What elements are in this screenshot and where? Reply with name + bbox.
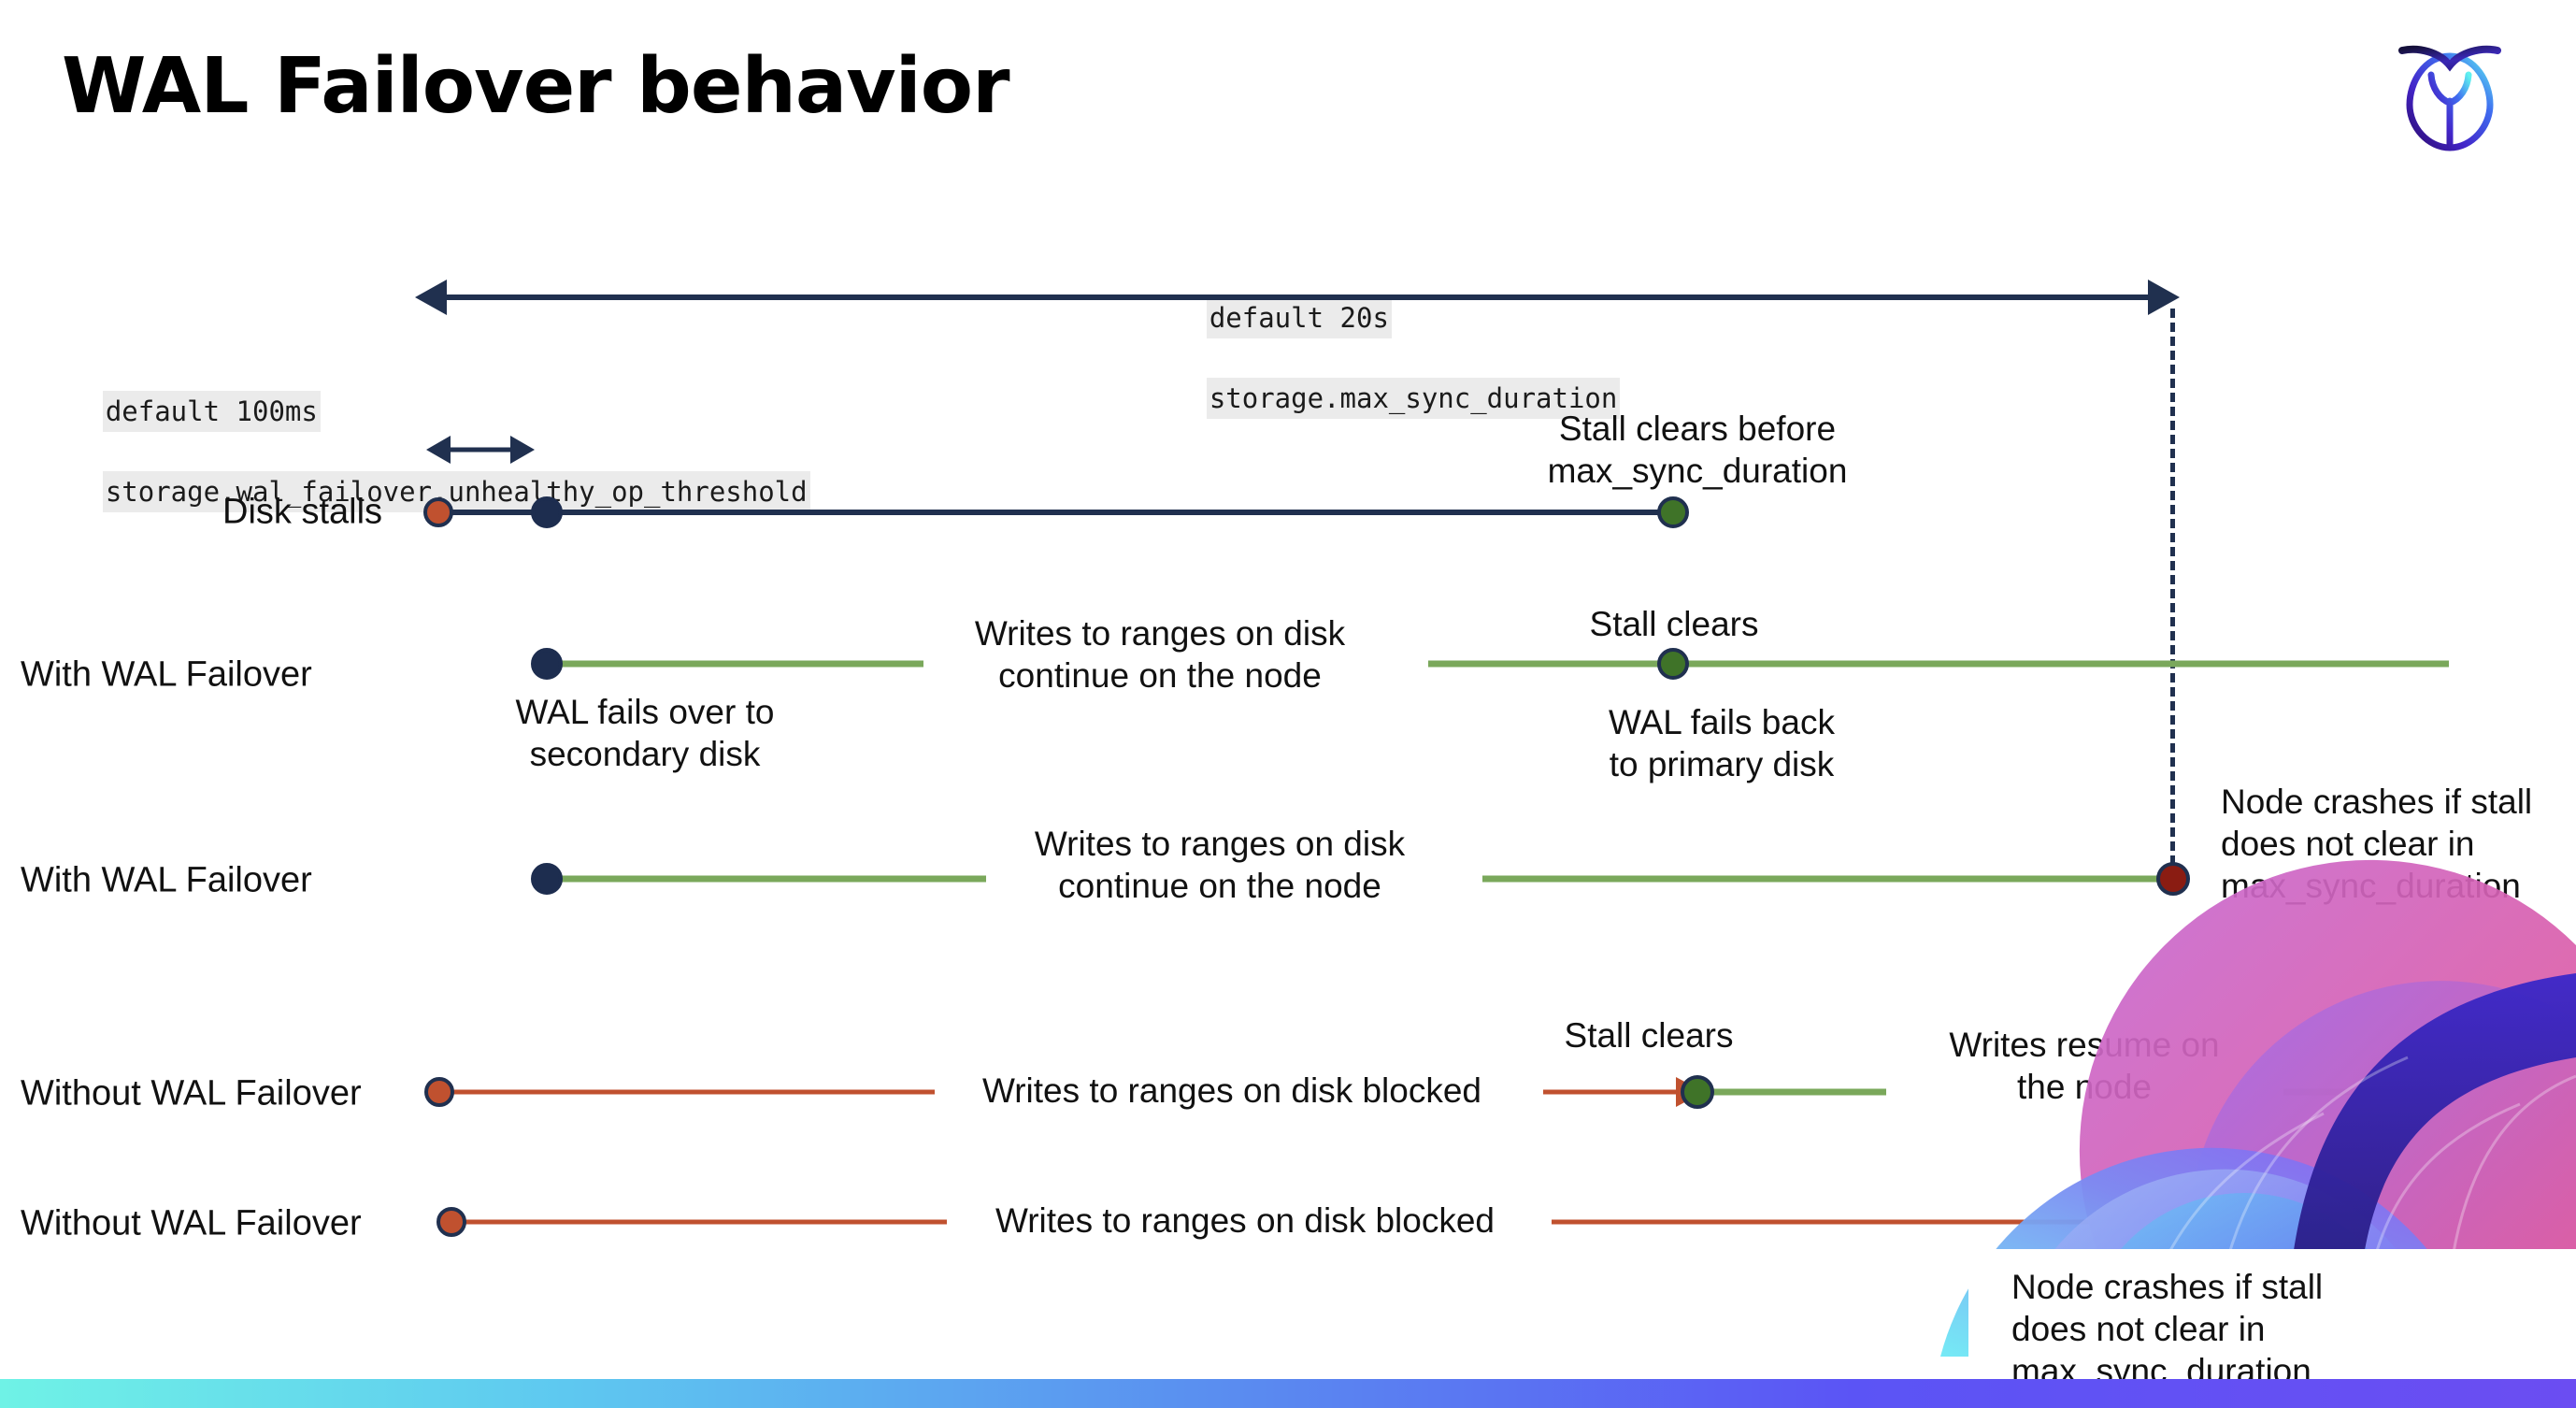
annotation-stall-clears-2: Stall clears xyxy=(1564,1016,1734,1055)
row-label-with-wal-failover-1: With WAL Failover xyxy=(21,654,312,695)
no-failover-resume-segment-a xyxy=(1713,1088,1886,1096)
annotation-node-crashes-2: Node crashes if stall does not clear in … xyxy=(2011,1268,2324,1391)
disk-stalls-timeline xyxy=(437,510,1673,515)
wal-failover-crash-timeline-segment-a xyxy=(547,875,986,883)
code-max-sync-duration: default 20s storage.max_sync_duration xyxy=(1141,258,1621,458)
annotation-writes-blocked-2: Writes to ranges on disk blocked xyxy=(995,1201,1496,1240)
no-failover-blocked-segment-a xyxy=(439,1089,935,1095)
code-setting-line: storage.max_sync_duration xyxy=(1206,378,1621,420)
marker-node-crash xyxy=(2161,1205,2195,1239)
annotation-wal-fails-back: WAL fails back to primary disk xyxy=(1609,703,1835,784)
marker-stall-start xyxy=(424,1077,454,1107)
row-label-with-wal-failover-2: With WAL Failover xyxy=(21,860,312,900)
row-label-without-wal-failover-1: Without WAL Failover xyxy=(21,1073,362,1113)
page-title: WAL Failover behavior xyxy=(62,42,1010,131)
annotation-writes-resume: Writes resume on the node xyxy=(1949,1026,2220,1107)
annotation-stall-clears-before: Stall clears before max_sync_duration xyxy=(1547,409,1848,491)
wal-failover-timeline-segment-a xyxy=(547,660,923,668)
bottom-gradient-bar xyxy=(0,1379,2576,1408)
annotation-node-crashes-1: Node crashes if stall does not clear in … xyxy=(2221,783,2533,906)
marker-stall-clears xyxy=(1681,1075,1714,1109)
wal-failover-crash-timeline-segment-b xyxy=(1482,875,2174,883)
marker-node-crash xyxy=(2156,862,2190,896)
code-default-line: default 100ms xyxy=(102,391,321,433)
wal-failover-timeline-segment-b xyxy=(1428,660,2449,668)
marker-wal-failover-start xyxy=(531,863,563,895)
arrowhead-left-icon xyxy=(426,436,451,464)
max-sync-duration-dashed-guide xyxy=(2170,309,2175,879)
annotation-writes-continue-1: Writes to ranges on disk continue on the… xyxy=(974,614,1346,696)
code-default-line: default 20s xyxy=(1206,297,1392,339)
code-setting-line: storage.wal_failover.unhealthy_op_thresh… xyxy=(102,471,810,513)
no-failover-crash-segment-b xyxy=(1552,1219,2154,1225)
annotation-writes-blocked-1: Writes to ranges on disk blocked xyxy=(981,1071,1482,1110)
marker-stall-start xyxy=(423,497,453,527)
annotation-wal-fails-over: WAL fails over to secondary disk xyxy=(515,693,775,774)
unhealthy-threshold-span-line xyxy=(451,447,510,453)
no-failover-blocked-segment-b xyxy=(1543,1089,1683,1095)
row-label-without-wal-failover-2: Without WAL Failover xyxy=(21,1203,362,1243)
marker-stall-clears xyxy=(1657,648,1689,680)
annotation-stall-clears-1: Stall clears xyxy=(1589,605,1759,643)
marker-stall-clears xyxy=(1657,496,1689,528)
row-label-disk-stalls: Disk stalls xyxy=(222,492,383,532)
arrowhead-right-icon xyxy=(510,436,535,464)
annotation-writes-continue-2: Writes to ranges on disk continue on the… xyxy=(1034,825,1406,906)
cockroachdb-logo xyxy=(2389,28,2511,159)
arrowhead-left-icon xyxy=(415,280,447,315)
marker-wal-failover-start xyxy=(531,648,563,680)
code-unhealthy-op-threshold: default 100ms storage.wal_failover.unhea… xyxy=(37,352,810,552)
marker-stall-start xyxy=(436,1207,466,1237)
no-failover-crash-segment-a xyxy=(451,1219,947,1225)
max-sync-duration-span-line xyxy=(447,295,2157,300)
no-failover-resume-segment-b xyxy=(2283,1088,2452,1096)
marker-threshold-crossed xyxy=(531,496,563,528)
